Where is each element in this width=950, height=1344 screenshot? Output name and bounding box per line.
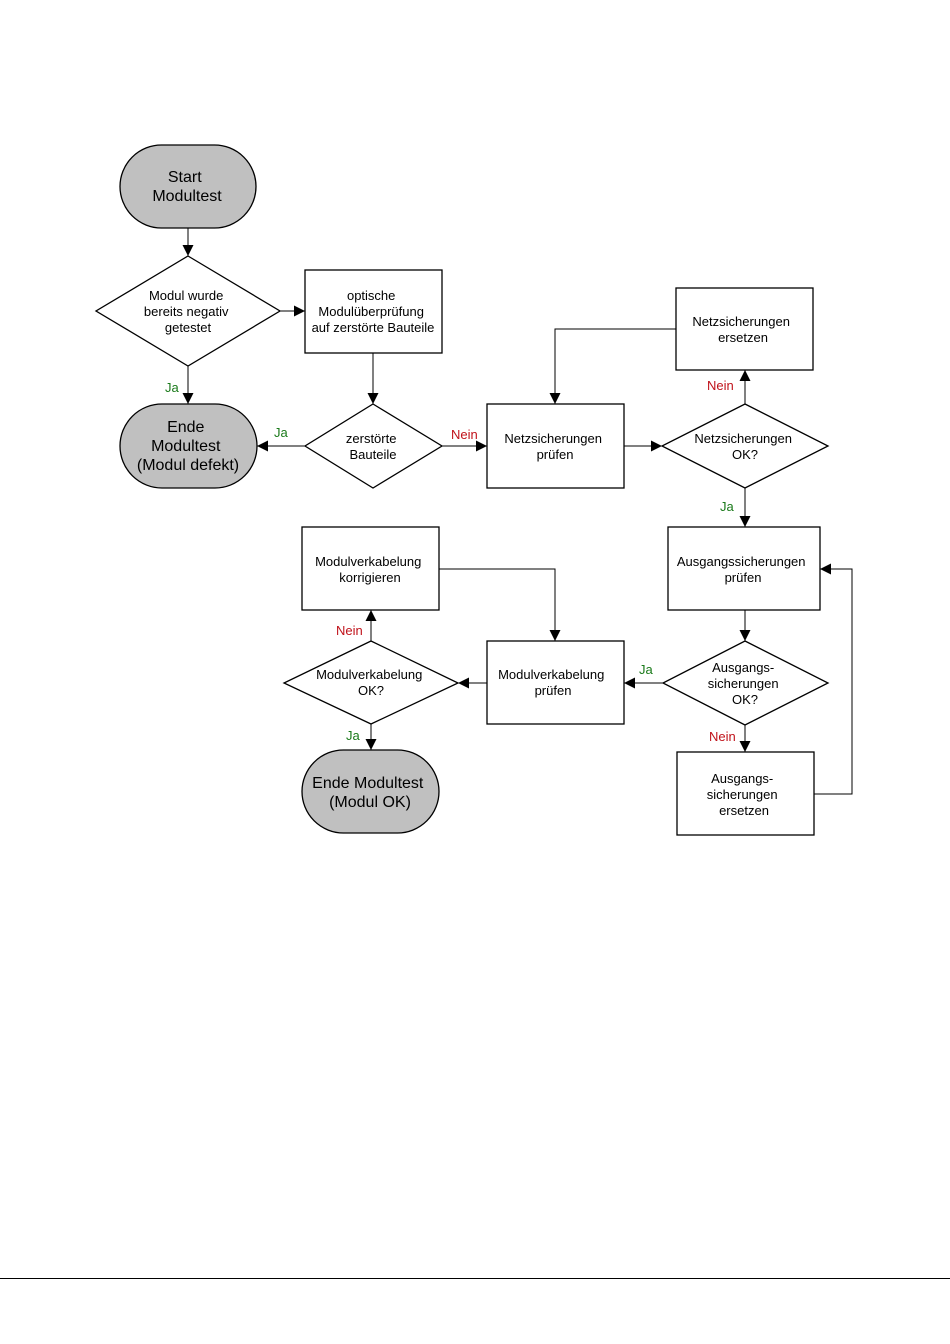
edge-replace-mains-to-check — [549, 328, 676, 404]
decision-wiring-label: Modulverkabelung OK? — [316, 667, 426, 698]
end-defect-label: Ende Modultest (Modul defekt) — [137, 419, 239, 474]
label-output-nein: Nein — [709, 729, 736, 744]
process-replace-output-fuses — [676, 751, 815, 836]
process-check-output-fuses — [667, 526, 821, 611]
process-fix-wiring — [301, 526, 440, 611]
node-labels: Start Modultest Modul wurde bereits nega… — [137, 169, 809, 818]
check-mains-fuses-label: Netzsicherungen prüfen — [504, 431, 605, 462]
replace-output-fuses-label: Ausgangs- sicherungen ersetzen — [707, 771, 781, 818]
decision-destroyed — [303, 403, 444, 489]
label-destroyed-ja: Ja — [274, 425, 289, 440]
label-destroyed-nein: Nein — [451, 427, 478, 442]
process-check-mains-fuses — [486, 403, 625, 489]
label-mains-nein: Nein — [707, 378, 734, 393]
process-check-wiring — [486, 640, 625, 725]
nodes — [94, 144, 830, 836]
process-optical-check — [304, 269, 443, 354]
label-mains-ja: Ja — [720, 499, 735, 514]
edge-labels: Ja Ja Nein Nein Ja Ja Nein Nein Ja — [165, 378, 736, 744]
edge-replace-output-to-check — [814, 563, 853, 795]
decision-output-fuses — [661, 640, 830, 726]
check-wiring-label: Modulverkabelung prüfen — [498, 667, 608, 698]
terminal-end-ok — [301, 749, 440, 834]
decision-tested-label: Modul wurde bereits negativ getestet — [144, 288, 232, 335]
label-tested-ja: Ja — [165, 380, 180, 395]
connectors — [182, 228, 853, 795]
decision-tested — [94, 255, 282, 367]
decision-mains-fuses — [660, 403, 830, 489]
start-label: Start Modultest — [152, 169, 222, 205]
label-output-ja: Ja — [639, 662, 654, 677]
terminal-end-defect — [119, 403, 258, 489]
label-wiring-nein: Nein — [336, 623, 363, 638]
page-footer-rule — [0, 1278, 950, 1279]
decision-destroyed-label: zerstörte Bauteile — [346, 431, 400, 462]
fix-wiring-label: Modulverkabelung korrigieren — [315, 554, 425, 585]
label-wiring-ja: Ja — [346, 728, 361, 743]
process-replace-mains-fuses — [675, 287, 814, 371]
decision-output-fuses-label: Ausgangs- sicherungen OK? — [708, 660, 782, 707]
check-output-fuses-label: Ausgangssicherungen prüfen — [677, 554, 809, 585]
end-ok-label: Ende Modultest (Modul OK) — [312, 775, 428, 811]
decision-mains-fuses-label: Netzsicherungen OK? — [694, 431, 795, 462]
optical-check-label: optische Modulüberprüfung auf zerstörte … — [312, 288, 435, 335]
replace-mains-fuses-label: Netzsicherungen ersetzen — [692, 314, 793, 345]
edge-fix-wiring-to-check — [439, 568, 561, 641]
terminal-start — [119, 144, 257, 229]
decision-wiring — [282, 640, 460, 725]
